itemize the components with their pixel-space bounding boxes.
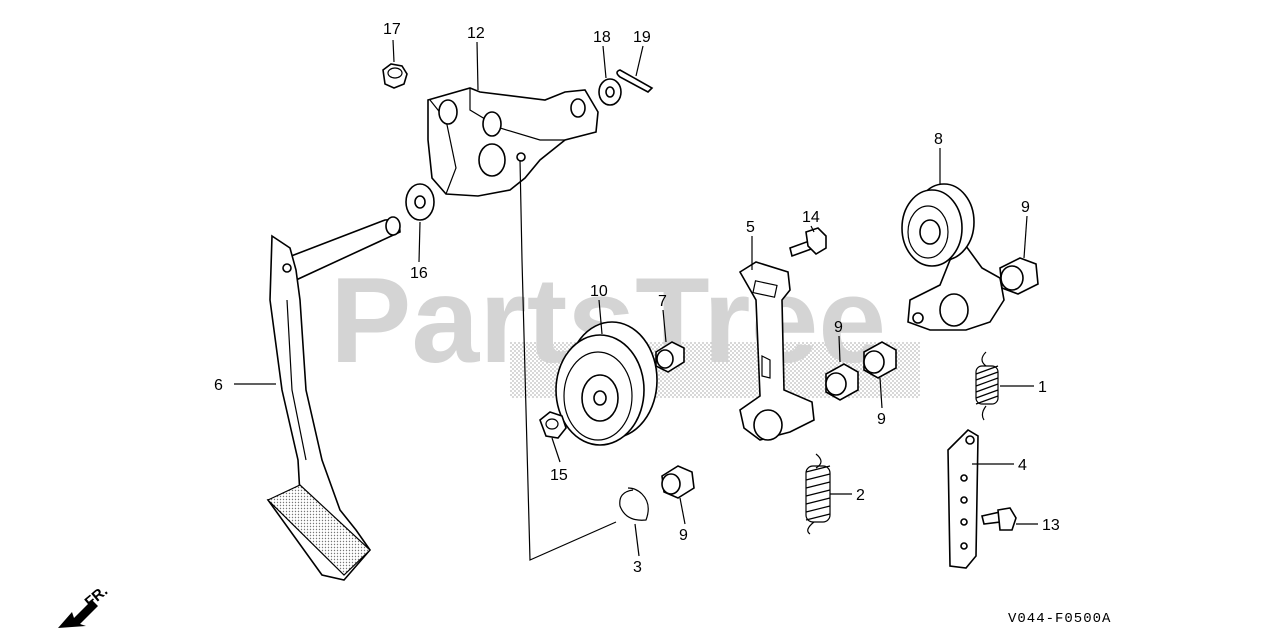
- part-18-washer[interactable]: [598, 78, 622, 106]
- callout-4[interactable]: 4: [1018, 457, 1027, 474]
- part-9-collar-bottom[interactable]: [661, 465, 695, 499]
- pedal-pad: [266, 484, 371, 576]
- callout-9-middle-lower[interactable]: 9: [877, 411, 886, 428]
- part-9-collar-middle-right[interactable]: [863, 341, 897, 379]
- part-13-bolt[interactable]: [981, 507, 1017, 531]
- callout-9-right[interactable]: 9: [1021, 199, 1030, 216]
- part-10-pulley[interactable]: [555, 321, 658, 446]
- callout-9-middle-upper[interactable]: 9: [834, 319, 843, 336]
- callout-10[interactable]: 10: [590, 283, 608, 300]
- part-12-bracket[interactable]: [427, 87, 599, 197]
- part-14-bolt[interactable]: [789, 227, 827, 258]
- callout-15[interactable]: 15: [550, 467, 568, 484]
- callout-9-bottom[interactable]: 9: [679, 527, 688, 544]
- callout-1[interactable]: 1: [1038, 379, 1047, 396]
- callout-6[interactable]: 6: [214, 377, 223, 394]
- callout-14[interactable]: 14: [802, 209, 820, 226]
- callout-7[interactable]: 7: [658, 293, 667, 310]
- part-9-collar-middle-left[interactable]: [825, 363, 859, 401]
- linkage-rod: [519, 159, 617, 561]
- part-9-collar-right[interactable]: [999, 257, 1039, 295]
- front-direction-marker: FR.: [58, 583, 111, 628]
- callout-12[interactable]: 12: [467, 25, 485, 42]
- part-6-pedal-arm[interactable]: [266, 216, 401, 581]
- callout-labels: 17 12 18 19 16 6 10 7 15 3 9 5 14 8 9 9 …: [214, 21, 1060, 576]
- part-19-cotter-pin[interactable]: [616, 69, 654, 93]
- callout-3[interactable]: 3: [633, 559, 642, 576]
- part-1-spring[interactable]: [975, 351, 999, 421]
- callout-16[interactable]: 16: [410, 265, 428, 282]
- callout-19[interactable]: 19: [633, 29, 651, 46]
- part-3-clip[interactable]: [619, 487, 649, 521]
- callout-18[interactable]: 18: [593, 29, 611, 46]
- diagram-code: V044-F0500A: [1008, 611, 1111, 627]
- part-16-washer[interactable]: [405, 183, 435, 221]
- callout-5[interactable]: 5: [746, 219, 755, 236]
- callout-13[interactable]: 13: [1042, 517, 1060, 534]
- callout-17[interactable]: 17: [383, 21, 401, 38]
- leader-lines: [234, 39, 1038, 557]
- part-4-plate[interactable]: [947, 428, 979, 569]
- part-7-collar[interactable]: [655, 341, 685, 373]
- part-15-nut[interactable]: [539, 411, 567, 439]
- part-17-nut[interactable]: [382, 63, 408, 89]
- watermark: PartsTree: [330, 252, 920, 398]
- arrow-left-down-icon: [58, 600, 98, 628]
- callout-8[interactable]: 8: [934, 131, 943, 148]
- part-8-idler-assembly[interactable]: [901, 183, 1005, 331]
- part-5-tension-arm[interactable]: [738, 261, 815, 441]
- part-2-spring[interactable]: [805, 453, 831, 535]
- callout-2[interactable]: 2: [856, 487, 865, 504]
